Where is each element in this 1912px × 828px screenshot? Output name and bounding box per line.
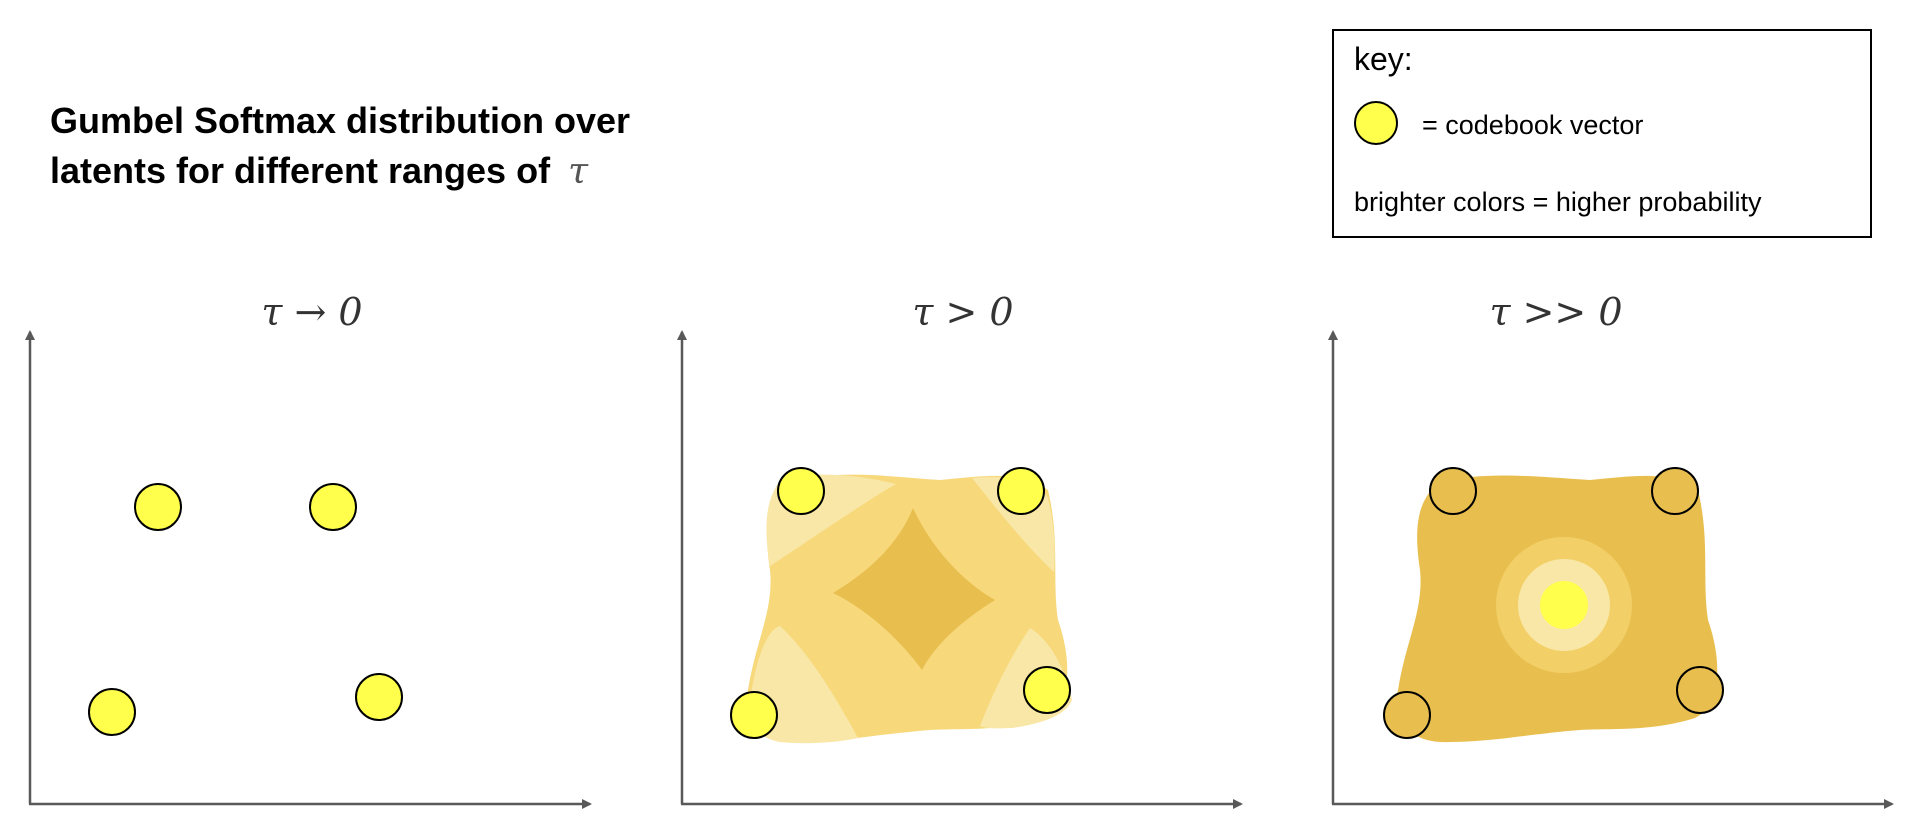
title-line-2-text: latents for different ranges of: [50, 150, 551, 191]
panel-caption-tau-greater-than-zero: τ > 0: [912, 290, 1013, 334]
key-heading: key:: [1354, 41, 1413, 77]
codebook-vector: [997, 467, 1045, 515]
codebook-vector: [1651, 467, 1699, 515]
panel-caption-tau-much-greater-than-zero: τ >> 0: [1489, 290, 1622, 334]
title-line-1: Gumbel Softmax distribution over: [50, 100, 631, 141]
key-codebook-label: = codebook vector: [1422, 110, 1644, 140]
codebook-vector: [730, 691, 778, 739]
panel-tau-much-greater-than-zero: τ >> 0: [1328, 290, 1894, 809]
panel-caption-tau-to-zero: τ → 0: [261, 290, 362, 334]
key-brightness-label: brighter colors = higher probability: [1354, 187, 1762, 217]
codebook-vector-swatch: [1354, 101, 1398, 145]
codebook-vector: [1676, 666, 1724, 714]
figure-title: Gumbel Softmax distribution over latents…: [50, 96, 630, 197]
probability-density-dark: [833, 508, 995, 670]
codebook-vector: [777, 467, 825, 515]
codebook-vector: [355, 673, 403, 721]
codebook-vector: [1429, 467, 1477, 515]
codebook-vector: [88, 688, 136, 736]
codebook-vector: [309, 483, 357, 531]
codebook-vector: [1383, 691, 1431, 739]
title-tau-symbol: τ: [568, 151, 588, 192]
key-legend: key: = codebook vector brighter colors =…: [1332, 29, 1872, 238]
probability-density-peak: [1540, 581, 1588, 629]
panel-tau-greater-than-zero: τ > 0: [677, 290, 1243, 809]
codebook-vector: [1023, 666, 1071, 714]
codebook-vector: [134, 483, 182, 531]
title-line-2: latents for different ranges of τ: [50, 146, 630, 197]
panel-tau-to-zero: τ → 0: [25, 290, 592, 809]
